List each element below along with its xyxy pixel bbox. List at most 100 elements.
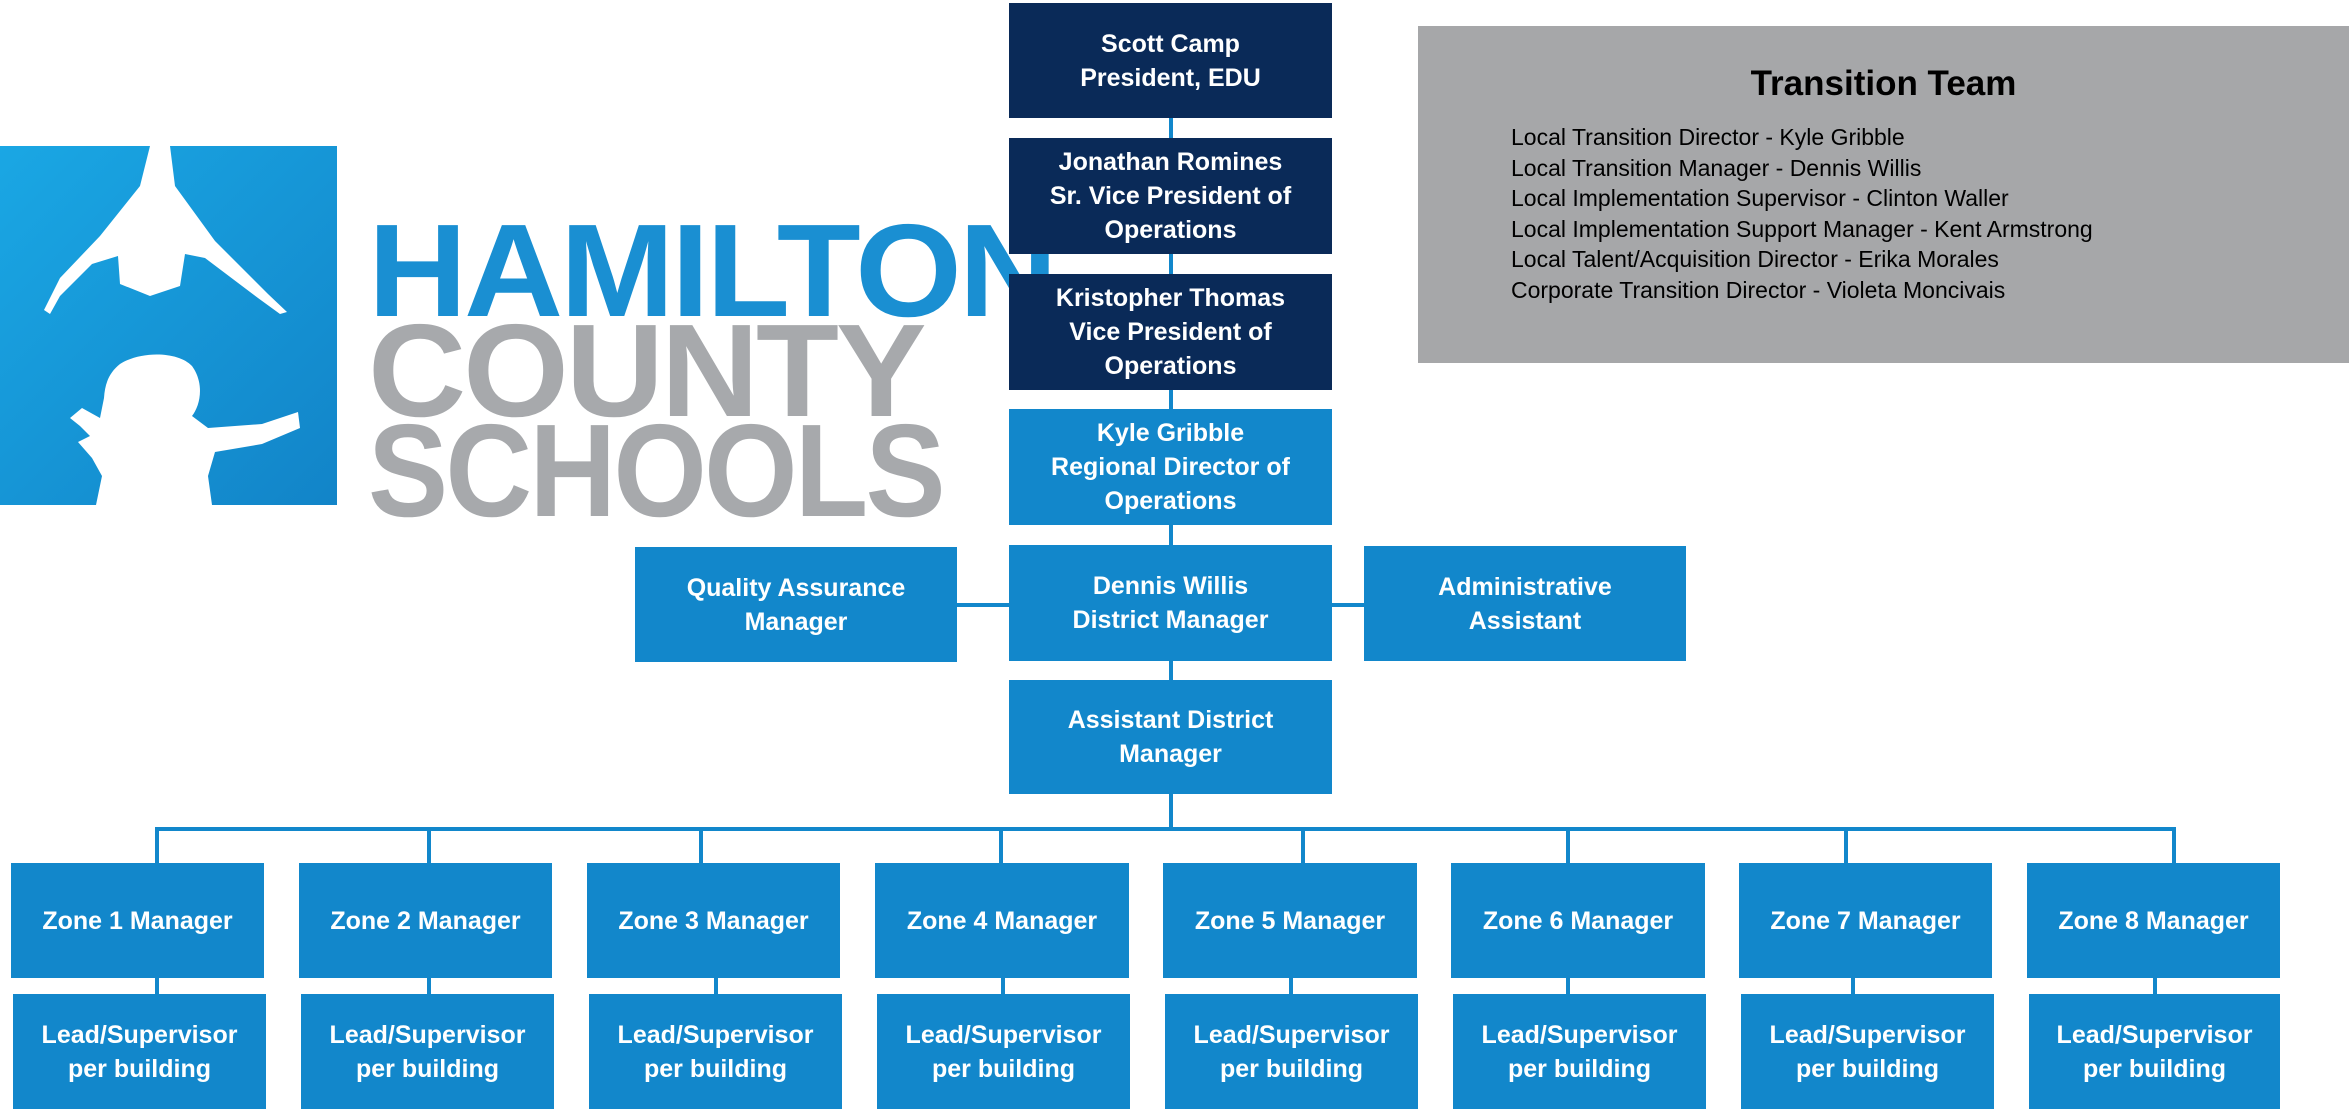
node-name: Kristopher Thomas bbox=[1055, 284, 1286, 312]
org-node-lead-supervisor: Lead/Supervisor per building bbox=[13, 994, 266, 1109]
node-title: Regional Director of bbox=[1051, 453, 1290, 481]
node-title: Operations bbox=[1104, 487, 1237, 515]
zone-lead-line bbox=[1851, 976, 1855, 994]
org-node-lead-supervisor: Lead/Supervisor per building bbox=[2029, 994, 2280, 1109]
zone-drop-line bbox=[1301, 827, 1305, 863]
transition-team-list: Local Transition Director - Kyle Gribble… bbox=[1511, 122, 2093, 305]
org-node-regional-director: Kyle Gribble Regional Director of Operat… bbox=[1009, 409, 1332, 525]
node-title: Administrative bbox=[1438, 572, 1612, 601]
list-item: Local Transition Manager - Dennis Willis bbox=[1511, 154, 1922, 181]
list-item: Local Implementation Support Manager - K… bbox=[1511, 215, 2093, 242]
org-node-zone-manager: Zone 8 Manager bbox=[2027, 863, 2280, 978]
org-node-lead-supervisor: Lead/Supervisor per building bbox=[1741, 994, 1994, 1109]
zone-drop-line bbox=[1566, 827, 1570, 863]
node-title: Lead/Supervisor bbox=[41, 1020, 238, 1049]
node-title: Assistant bbox=[1468, 606, 1582, 635]
chain-connector bbox=[1169, 794, 1173, 831]
node-title: Lead/Supervisor bbox=[617, 1020, 814, 1049]
node-name: Kyle Gribble bbox=[1096, 419, 1245, 447]
node-title: Assistant District bbox=[1067, 706, 1274, 734]
list-item: Corporate Transition Director - Violeta … bbox=[1511, 276, 2006, 303]
org-node-administrative-assistant: Administrative Assistant bbox=[1364, 546, 1686, 661]
node-title: Zone 8 Manager bbox=[2058, 906, 2249, 935]
node-title: Lead/Supervisor bbox=[2056, 1020, 2253, 1049]
list-item: Local Talent/Acquisition Director - Erik… bbox=[1511, 246, 1999, 272]
org-node-lead-supervisor: Lead/Supervisor per building bbox=[1453, 994, 1706, 1109]
node-title: Sr. Vice President of bbox=[1049, 182, 1292, 210]
node-title: President, EDU bbox=[1080, 63, 1261, 92]
org-node-zone-manager: Zone 3 Manager bbox=[587, 863, 840, 978]
children-silhouette-icon bbox=[44, 146, 300, 505]
node-title: per building bbox=[931, 1054, 1076, 1083]
transition-team-panel: Transition Team Local Transition Directo… bbox=[1418, 26, 2349, 363]
logo-word-schools: SCHOOLS bbox=[368, 397, 946, 544]
org-node-zone-manager: Zone 4 Manager bbox=[875, 863, 1129, 978]
org-node-assistant-district-manager: Assistant District Manager bbox=[1009, 680, 1332, 794]
org-node-lead-supervisor: Lead/Supervisor per building bbox=[877, 994, 1130, 1109]
logo-word-county: COUNTY bbox=[368, 297, 927, 444]
org-node-lead-supervisor: Lead/Supervisor per building bbox=[301, 994, 554, 1109]
node-title: Vice President of bbox=[1069, 318, 1272, 346]
zone-bus-line bbox=[155, 827, 1177, 831]
node-title: Quality Assurance bbox=[686, 573, 906, 602]
node-title: Operations bbox=[1104, 216, 1237, 244]
node-title: per building bbox=[355, 1054, 500, 1083]
node-title: Zone 3 Manager bbox=[618, 906, 809, 935]
node-title: Zone 1 Manager bbox=[42, 906, 233, 935]
zone-lead-line bbox=[2153, 976, 2157, 994]
node-title: Zone 5 Manager bbox=[1194, 906, 1386, 935]
org-node-zone-manager: Zone 1 Manager bbox=[11, 863, 264, 978]
node-title: per building bbox=[2082, 1054, 2227, 1083]
chain-connector bbox=[1169, 118, 1173, 680]
node-title: Zone 2 Manager bbox=[330, 906, 521, 935]
logo-word-hamilton: HAMILTON bbox=[368, 197, 1058, 344]
org-node-sr-vp-operations: Jonathan Romines Sr. Vice President of O… bbox=[1009, 138, 1332, 254]
zone-lead-line bbox=[714, 976, 718, 994]
org-node-zone-manager: Zone 6 Manager bbox=[1451, 863, 1705, 978]
node-name: Jonathan Romines bbox=[1058, 148, 1283, 176]
org-node-zone-manager: Zone 2 Manager bbox=[299, 863, 552, 978]
node-title: Zone 4 Manager bbox=[906, 906, 1098, 935]
node-title: Lead/Supervisor bbox=[1769, 1020, 1966, 1049]
node-title: Zone 6 Manager bbox=[1482, 906, 1674, 935]
node-title: per building bbox=[1507, 1054, 1652, 1083]
zone-bus-line bbox=[1169, 827, 2176, 831]
zone-drop-line bbox=[427, 827, 431, 863]
node-title: Lead/Supervisor bbox=[1193, 1020, 1390, 1049]
org-node-district-manager: Dennis Willis District Manager bbox=[1009, 545, 1332, 661]
org-node-zone-manager: Zone 5 Manager bbox=[1163, 863, 1417, 978]
zone-lead-line bbox=[1001, 976, 1005, 994]
org-node-quality-assurance: Quality Assurance Manager bbox=[635, 547, 957, 662]
node-title: District Manager bbox=[1072, 606, 1269, 634]
zone-lead-line bbox=[1289, 976, 1293, 994]
zone-drop-line bbox=[1844, 827, 1848, 863]
zone-lead-line bbox=[427, 976, 431, 994]
node-title: per building bbox=[1795, 1054, 1940, 1083]
logo-emblem bbox=[0, 146, 337, 505]
zone-drop-line bbox=[2172, 827, 2176, 863]
node-name: Scott Camp bbox=[1101, 29, 1240, 58]
list-item: Local Transition Director - Kyle Gribble bbox=[1511, 124, 1905, 150]
zone-drop-line bbox=[999, 827, 1003, 863]
node-title: Lead/Supervisor bbox=[1481, 1020, 1678, 1049]
list-item: Local Implementation Supervisor - Clinto… bbox=[1511, 185, 2009, 211]
node-title: Manager bbox=[744, 607, 848, 636]
org-node-lead-supervisor: Lead/Supervisor per building bbox=[589, 994, 842, 1109]
zone-drop-line bbox=[155, 827, 159, 863]
org-node-president: Scott Camp President, EDU bbox=[1009, 3, 1332, 118]
org-node-vp-operations: Kristopher Thomas Vice President of Oper… bbox=[1009, 274, 1332, 390]
node-title: Manager bbox=[1119, 740, 1222, 768]
zone-lead-line bbox=[1566, 976, 1570, 994]
zone-drop-line bbox=[699, 827, 703, 863]
org-node-zone-manager: Zone 7 Manager bbox=[1739, 863, 1992, 978]
node-title: Zone 7 Manager bbox=[1770, 906, 1961, 935]
transition-team-title: Transition Team bbox=[1750, 64, 2017, 103]
node-title: Lead/Supervisor bbox=[329, 1020, 526, 1049]
zone-lead-line bbox=[155, 976, 159, 994]
node-title: per building bbox=[1219, 1054, 1364, 1083]
node-title: per building bbox=[67, 1054, 212, 1083]
org-node-lead-supervisor: Lead/Supervisor per building bbox=[1165, 994, 1418, 1109]
node-title: per building bbox=[643, 1054, 788, 1083]
node-title: Operations bbox=[1104, 352, 1237, 380]
node-name: Dennis Willis bbox=[1092, 572, 1249, 600]
